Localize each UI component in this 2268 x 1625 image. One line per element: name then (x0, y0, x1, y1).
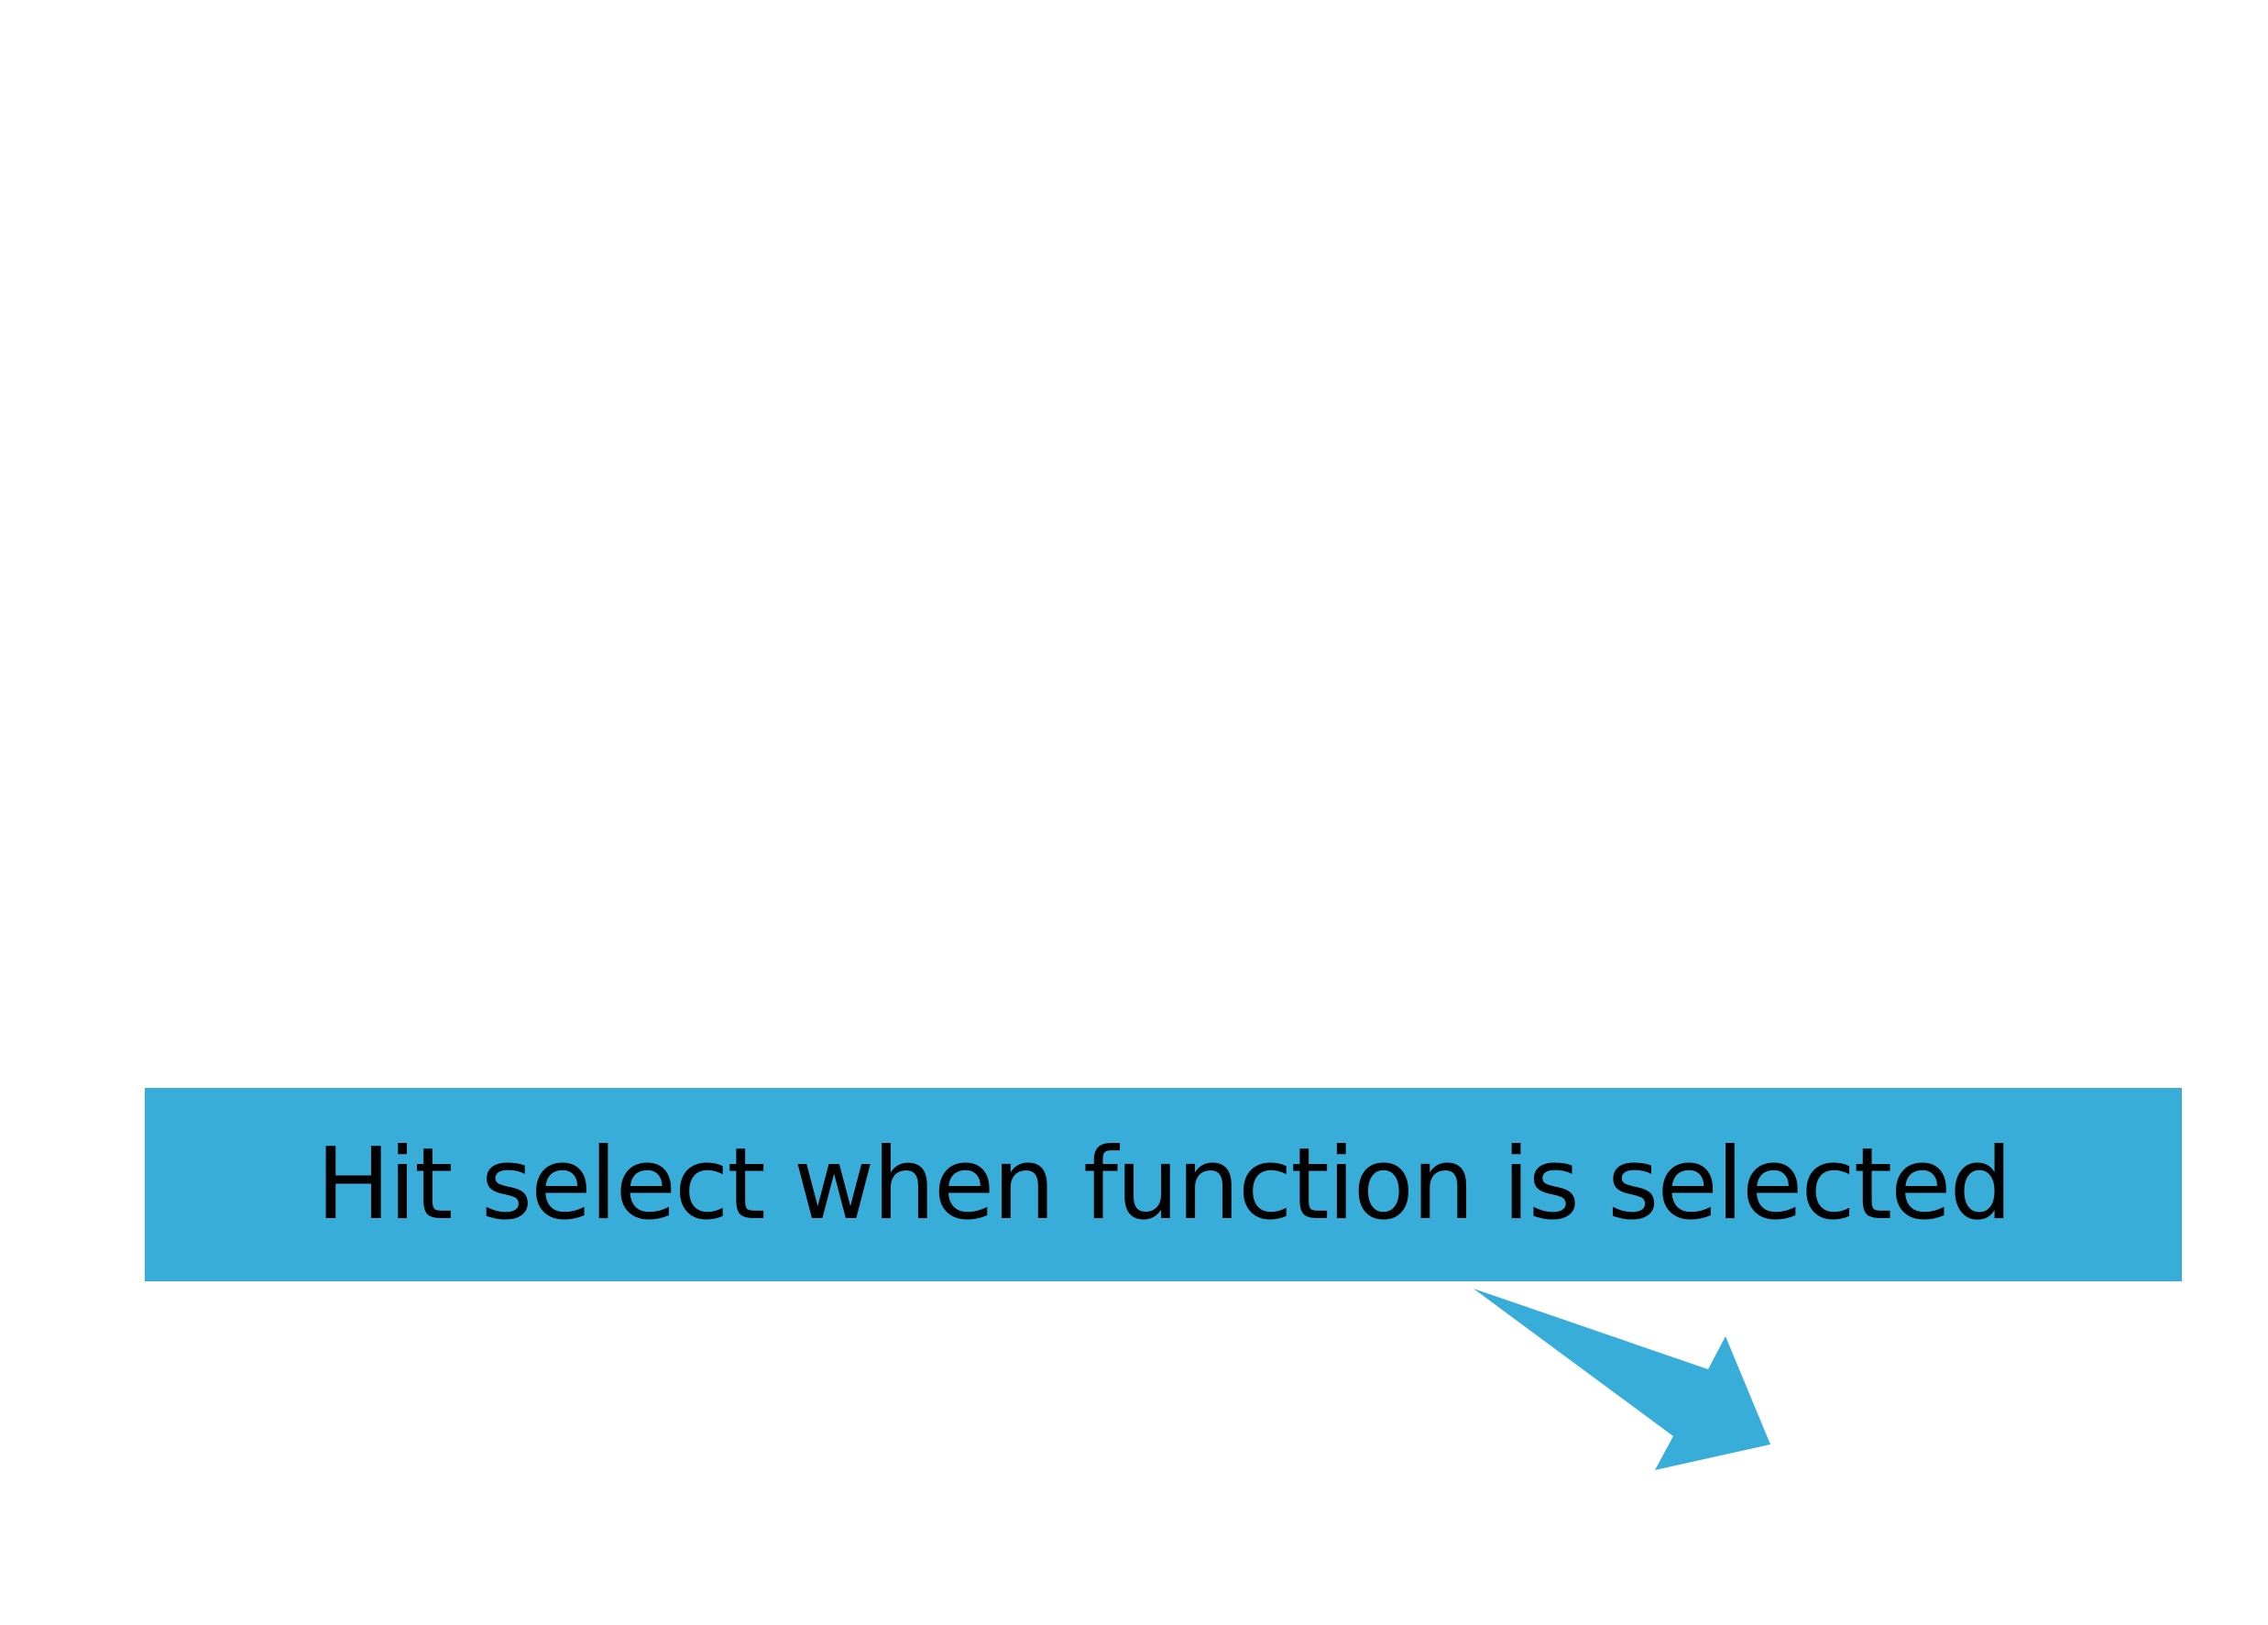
callout-text: Hit select when function is selected (315, 1126, 2012, 1242)
arrow-shape (1474, 1289, 1770, 1470)
instruction-callout: Hit select when function is selected (145, 1088, 2182, 1281)
